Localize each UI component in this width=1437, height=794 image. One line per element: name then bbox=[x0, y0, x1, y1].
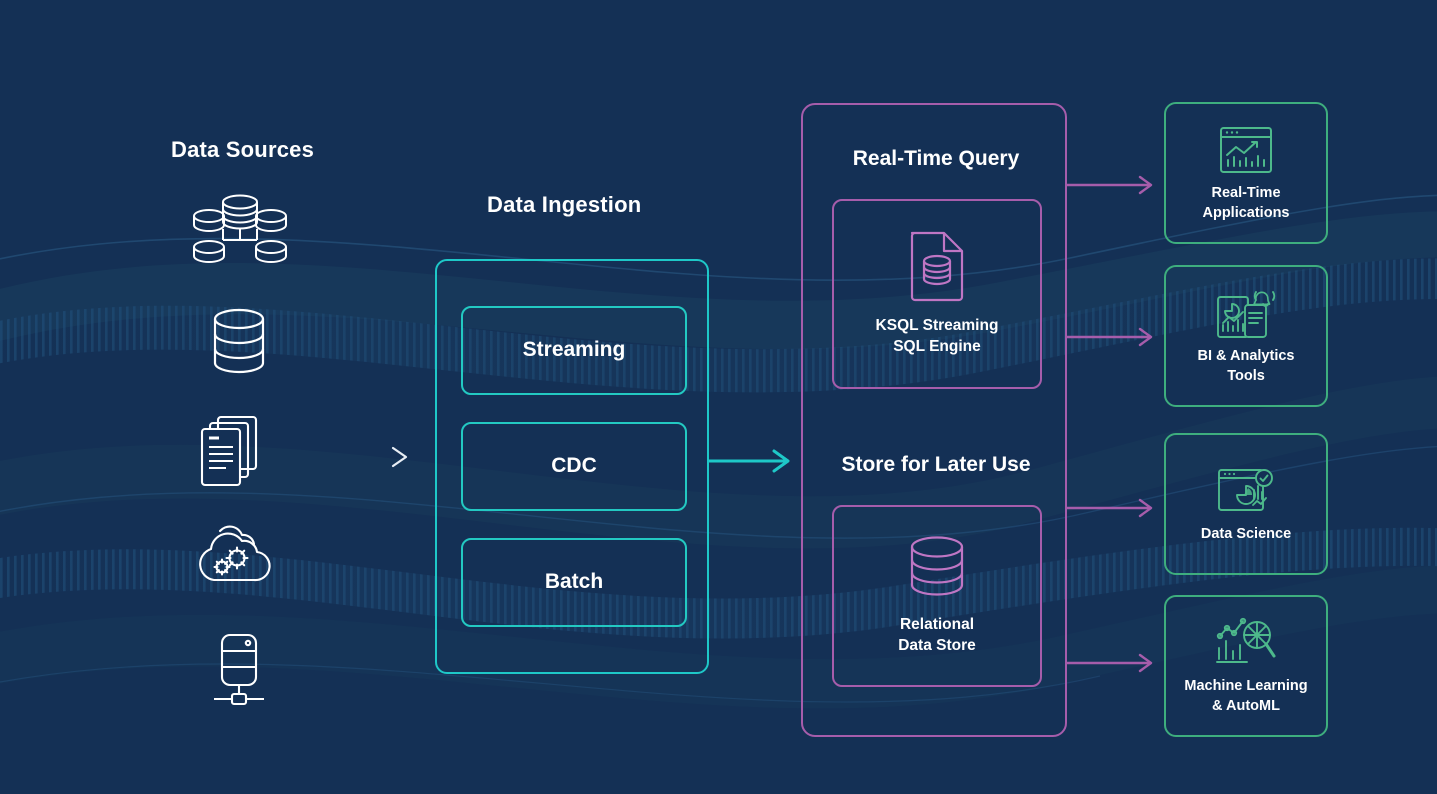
processing-to-ml-arrow bbox=[1065, 653, 1153, 673]
cloud-gears-icon bbox=[192, 518, 278, 590]
database-icon bbox=[200, 302, 278, 380]
processing-card-label: Relational Data Store bbox=[898, 616, 976, 654]
data-ingestion-container: Streaming CDC Batch bbox=[435, 259, 709, 674]
ingestion-item-label: Batch bbox=[544, 570, 604, 594]
tablet-phone-alert-icon bbox=[1215, 285, 1277, 341]
ingestion-item-label: CDC bbox=[551, 454, 597, 478]
documents-icon bbox=[196, 413, 274, 491]
iot-device-icon bbox=[200, 632, 278, 710]
output-box-label: Data Science bbox=[1200, 526, 1292, 543]
ingestion-item-batch[interactable]: Batch bbox=[461, 538, 687, 627]
processing-to-realtime-apps-arrow bbox=[1065, 175, 1153, 195]
ingestion-to-processing-arrow bbox=[709, 449, 790, 473]
processing-container: Real-Time Query KSQL Streaming SQL Engin… bbox=[801, 103, 1067, 737]
processing-to-data-science-arrow bbox=[1065, 498, 1153, 518]
output-box-label: Machine Learning & AutoML bbox=[1184, 678, 1308, 714]
real-time-query-title: Real-Time Query bbox=[852, 147, 1020, 170]
data-ingestion-title: Data Ingestion bbox=[487, 192, 642, 217]
document-database-icon bbox=[908, 230, 966, 302]
relational-data-store-card[interactable]: Relational Data Store bbox=[832, 505, 1042, 687]
processing-to-bi-tools-arrow bbox=[1065, 327, 1153, 347]
output-box-bi-analytics-tools[interactable]: BI & Analytics Tools bbox=[1164, 265, 1328, 407]
database-cylinder-icon bbox=[904, 535, 970, 599]
ml-magnifier-chart-icon bbox=[1215, 615, 1277, 671]
processing-card-label: KSQL Streaming SQL Engine bbox=[875, 317, 999, 355]
output-box-label: BI & Analytics Tools bbox=[1197, 348, 1295, 384]
output-box-machine-learning-automl[interactable]: Machine Learning & AutoML bbox=[1164, 595, 1328, 737]
database-cluster-icon bbox=[192, 192, 288, 268]
ksql-streaming-sql-engine-card[interactable]: KSQL Streaming SQL Engine bbox=[832, 199, 1042, 389]
ingestion-item-label: Streaming bbox=[522, 338, 626, 362]
ingestion-item-cdc[interactable]: CDC bbox=[461, 422, 687, 511]
ingestion-item-streaming[interactable]: Streaming bbox=[461, 306, 687, 395]
analytics-insight-icon bbox=[1215, 463, 1277, 519]
sources-to-ingestion-arrow bbox=[272, 446, 408, 468]
store-for-later-use-title: Store for Later Use bbox=[841, 453, 1031, 476]
data-sources-title: Data Sources bbox=[171, 137, 315, 162]
output-box-data-science[interactable]: Data Science bbox=[1164, 433, 1328, 575]
dashboard-chart-icon bbox=[1215, 122, 1277, 178]
output-box-real-time-applications[interactable]: Real-Time Applications bbox=[1164, 102, 1328, 244]
output-box-label: Real-Time Applications bbox=[1202, 185, 1290, 221]
